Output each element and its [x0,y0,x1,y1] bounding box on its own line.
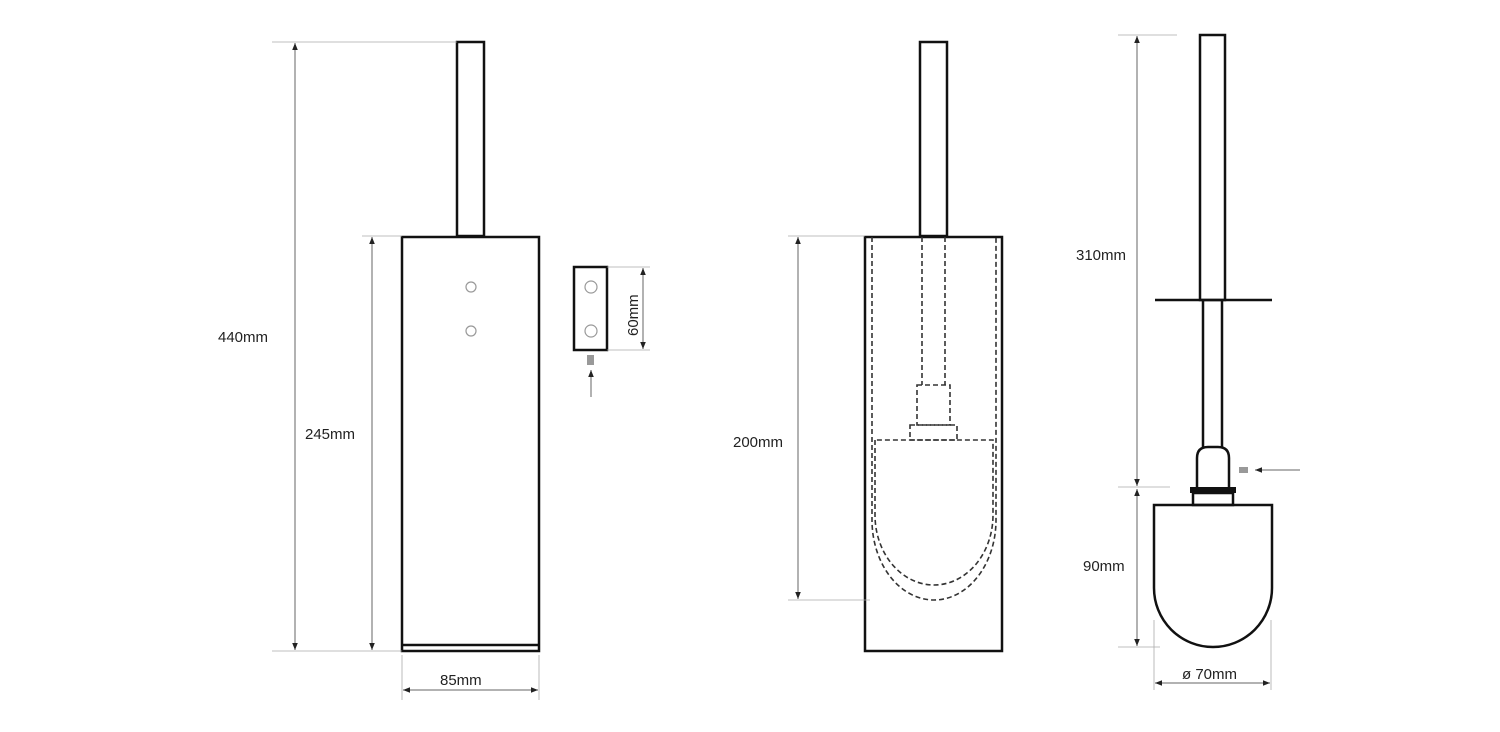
mounting-hole [465,325,477,337]
dim-insert-depth: 200mm [733,434,783,451]
dim-bracket-height: 60mm [625,294,642,336]
dim-handle-length: 310mm [1076,247,1126,264]
wall-bracket [572,265,609,397]
dim-head-diameter: ø 70mm [1182,666,1237,683]
handle [455,40,486,238]
mounting-hole [465,281,477,293]
screw-icon [587,355,594,365]
front-view [400,40,541,653]
section-view [863,40,1004,653]
dim-body-height: 245mm [305,426,355,443]
holder-body [400,235,541,653]
brush-view [1152,33,1300,649]
dim-head-height: 90mm [1083,558,1125,575]
dim-total-height: 440mm [218,329,268,346]
screw-icon [1239,467,1248,473]
dim-body-width: 85mm [440,672,482,689]
